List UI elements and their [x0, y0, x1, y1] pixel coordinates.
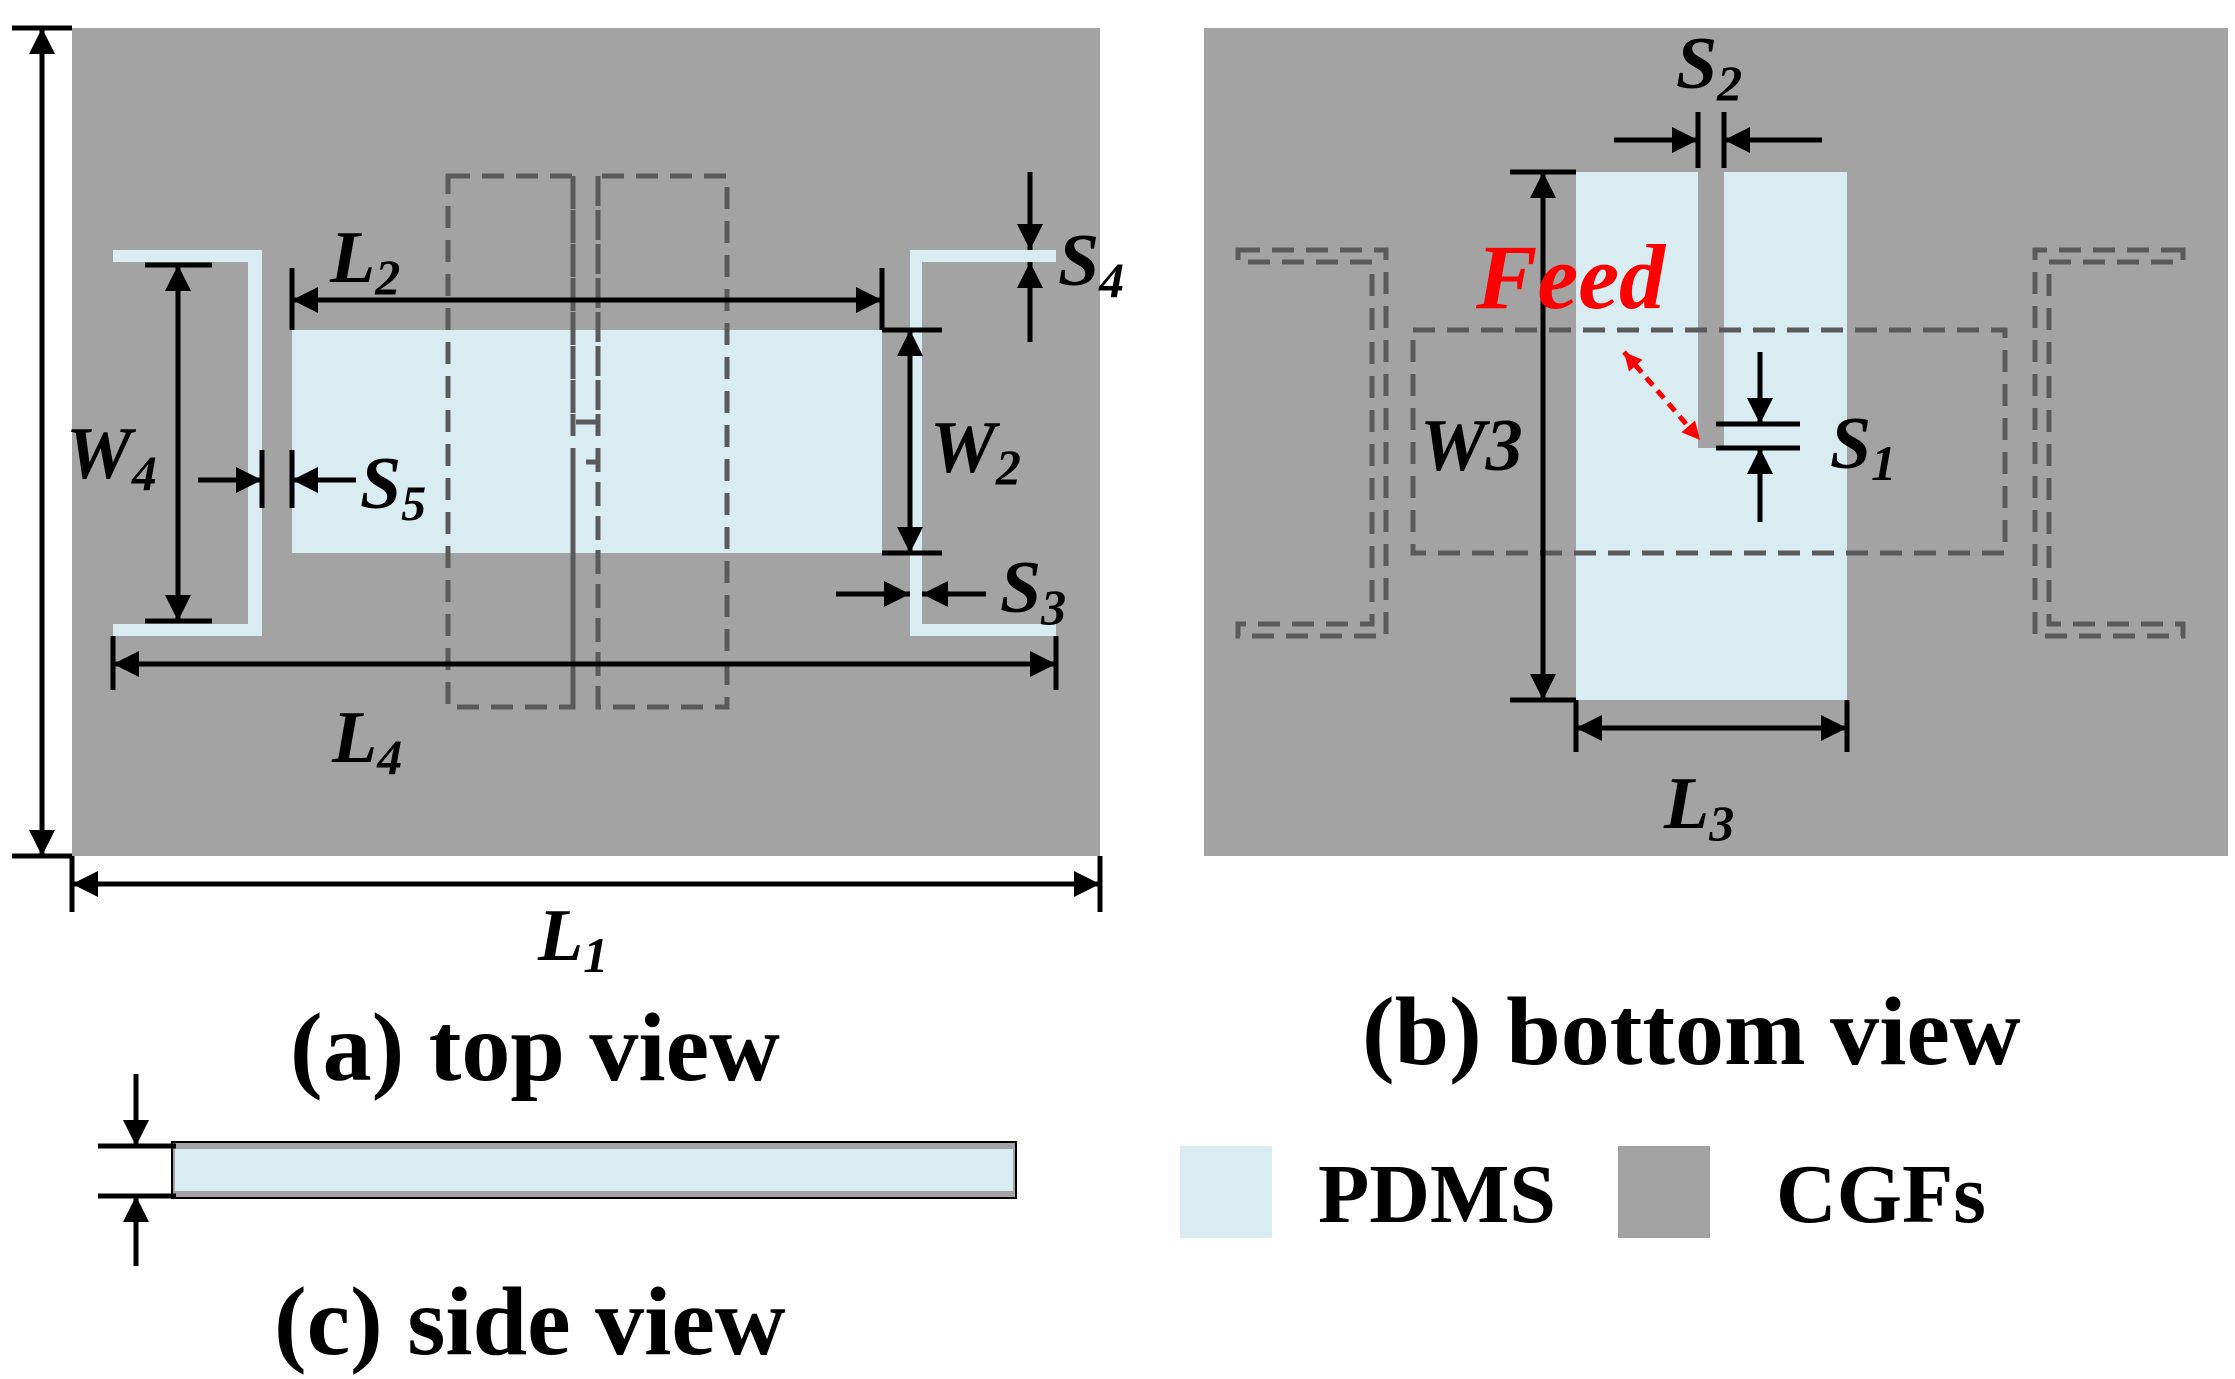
caption-side-view: (c) side view	[274, 1268, 786, 1376]
bottom-view: S2 W3 S1 Feed L3 (b) bottom view	[1204, 23, 2228, 1086]
feed-label: Feed	[1475, 226, 1667, 328]
bottom-dashed-right-c	[2032, 247, 2186, 639]
l4-label: L4	[331, 697, 402, 785]
w3-label: W3	[1420, 405, 1523, 487]
s5-label: S5	[360, 443, 426, 531]
feed-gap-lower	[1698, 448, 1724, 700]
s1-label: S1	[1830, 403, 1896, 491]
legend: PDMS CGFs	[1180, 1146, 1986, 1241]
caption-bottom-view: (b) bottom view	[1362, 978, 2021, 1086]
legend-cgfs-label: CGFs	[1776, 1148, 1986, 1241]
caption-top-view: (a) top view	[290, 994, 780, 1102]
bottom-dashed-left-c	[1235, 247, 1389, 639]
l2-label: L2	[329, 217, 400, 305]
feed-strip-right	[1724, 172, 1847, 700]
feed-arrow	[1622, 350, 1702, 442]
top-view: W4 S5 L2 S4 W2 S3 L4	[12, 25, 1124, 1102]
top-patch	[292, 330, 882, 553]
s3-label: S3	[1000, 547, 1066, 635]
side-pdms-layer	[175, 1149, 1013, 1191]
legend-cgfs-swatch	[1618, 1146, 1710, 1238]
bottom-substrate	[1204, 28, 2228, 856]
side-view: (c) side view	[98, 1074, 1017, 1376]
l1-label: L1	[537, 895, 608, 983]
legend-pdms-swatch	[1180, 1146, 1272, 1238]
w4-label: W4	[66, 413, 157, 501]
l3-label: L3	[1663, 763, 1734, 851]
s2-label: S2	[1676, 23, 1742, 111]
legend-pdms-label: PDMS	[1318, 1148, 1556, 1241]
w2-label: W2	[930, 407, 1021, 495]
s4-label: S4	[1058, 220, 1124, 308]
